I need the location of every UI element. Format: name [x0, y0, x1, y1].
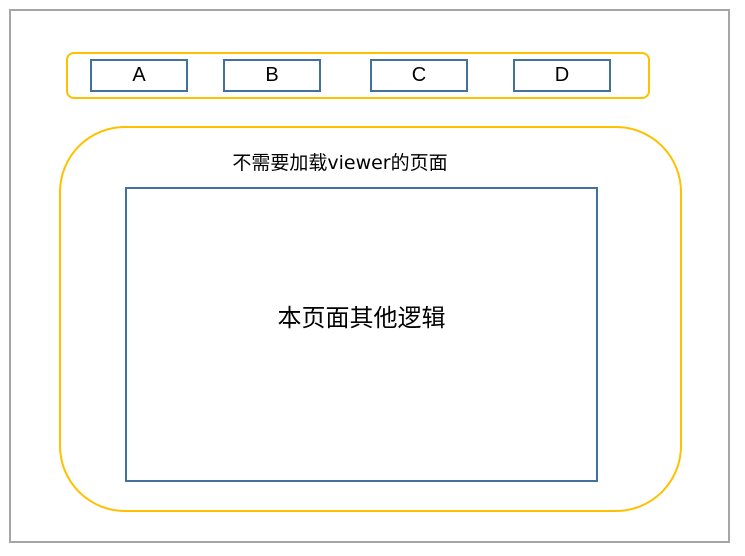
tab-c[interactable]: C	[370, 59, 468, 92]
page-title: 不需要加载viewer的页面	[232, 152, 448, 174]
page-logic-label: 本页面其他逻辑	[277, 304, 446, 332]
tab-a[interactable]: A	[90, 59, 188, 92]
outer-frame	[9, 9, 730, 543]
page-container	[59, 126, 682, 512]
tab-bar	[66, 52, 650, 99]
page-logic-box: 本页面其他逻辑	[125, 187, 598, 482]
tab-d[interactable]: D	[513, 59, 611, 92]
tab-b[interactable]: B	[223, 59, 321, 92]
